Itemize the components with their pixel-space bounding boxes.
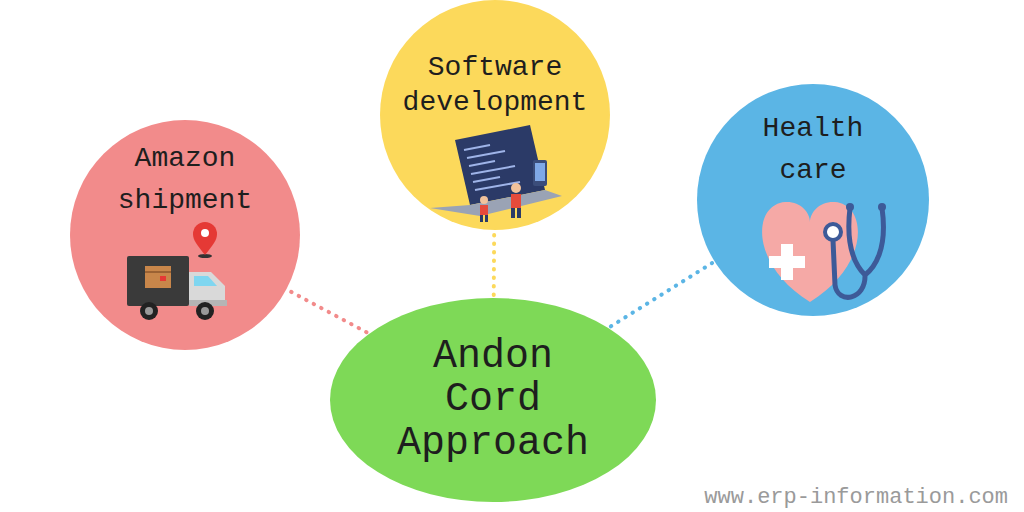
shape-fill (697, 84, 929, 316)
text-block: Amazon shipment (105, 138, 265, 222)
node-label: Software development (395, 50, 595, 120)
dotted-connector (492, 233, 496, 295)
shape-fill (330, 298, 656, 502)
topic-circle: Amazon shipment (70, 120, 300, 350)
dotted-connector (289, 291, 367, 333)
shape-fill (380, 0, 610, 230)
shape-fill (70, 120, 300, 350)
node-label: Amazon shipment (105, 138, 265, 222)
text-block: Software development (395, 50, 595, 120)
watermark: www.erp-information.com (702, 485, 1010, 510)
text-block: Health care (743, 108, 883, 192)
text-block: Andon Cord Approach (386, 335, 601, 465)
dotted-connector (611, 263, 712, 326)
topic-circle: Software development (380, 0, 610, 230)
node-label: Andon Cord Approach (386, 335, 601, 465)
topic-circle: Health care (697, 84, 929, 316)
central-ellipse: Andon Cord Approach (330, 298, 656, 502)
node-label: Health care (743, 108, 883, 192)
